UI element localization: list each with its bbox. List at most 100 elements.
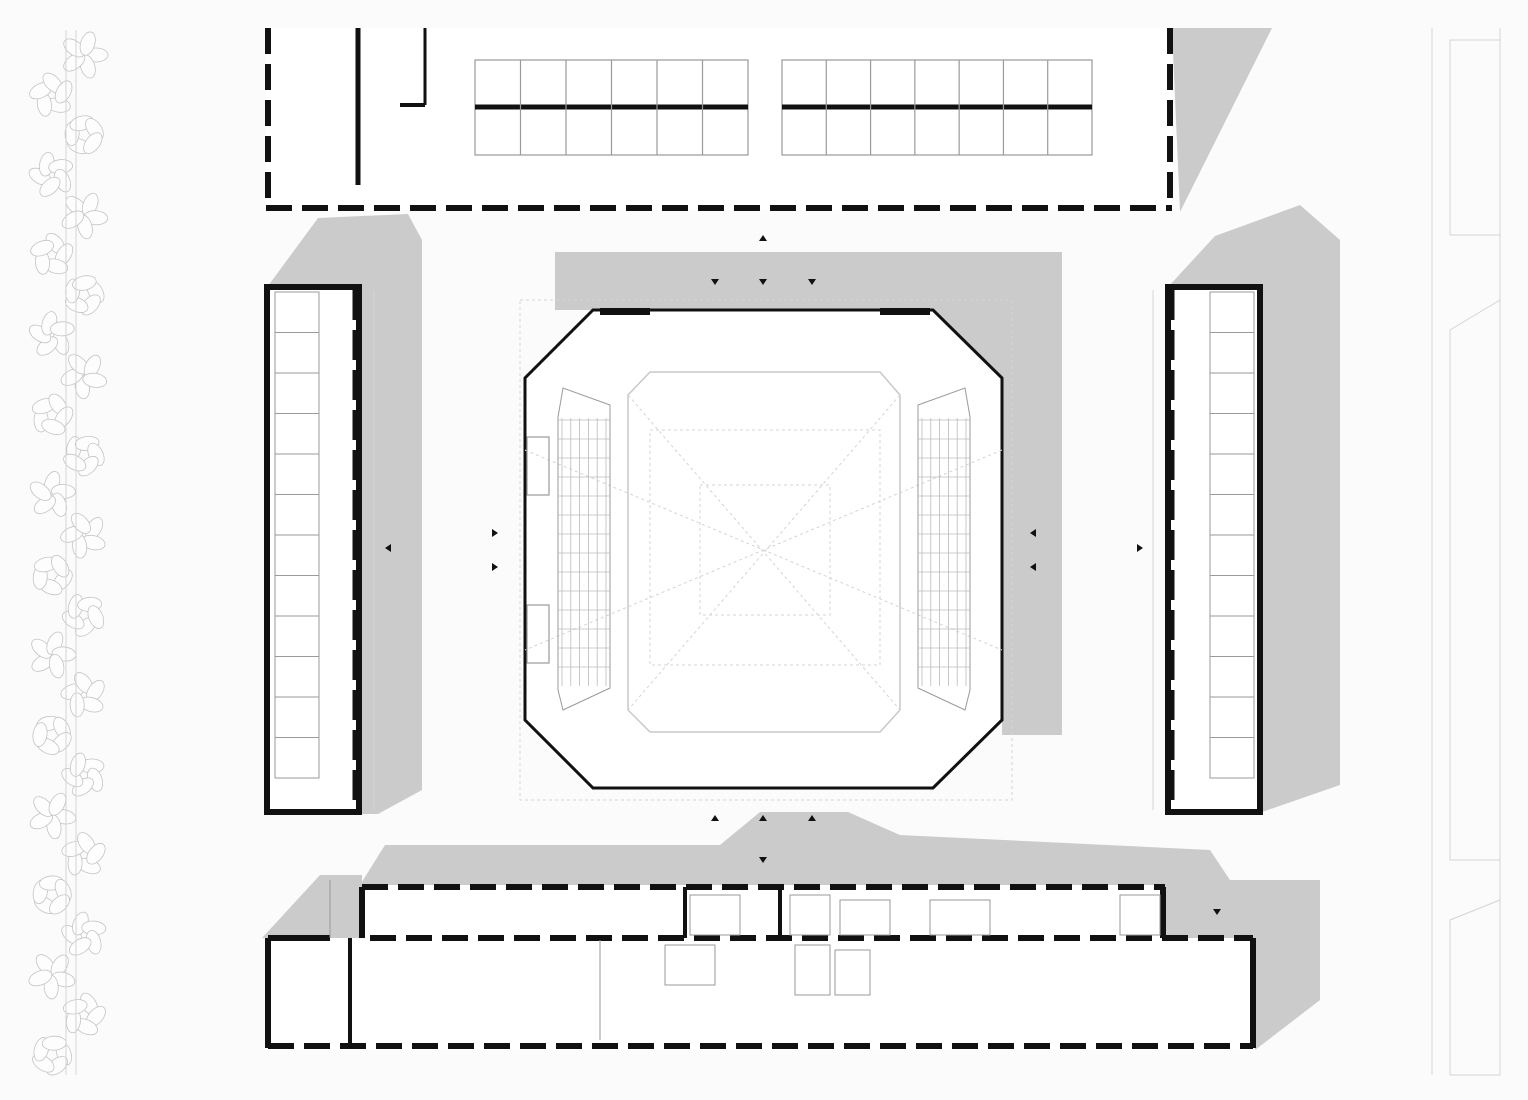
room	[1119, 894, 1161, 936]
seating-tier	[557, 387, 611, 711]
entrance-arrow-icon	[1213, 909, 1221, 915]
entrance-arrow-icon	[1137, 544, 1143, 552]
arena-wall	[523, 308, 1004, 790]
street-block	[1449, 299, 1501, 861]
arena-wall-segment	[880, 308, 930, 315]
tree-icon	[32, 875, 72, 915]
tree-icon	[32, 1035, 73, 1076]
tree-icon	[60, 512, 106, 559]
tree-icon	[61, 594, 105, 637]
roof-truss	[524, 449, 1003, 651]
entrance-arrow-icon	[808, 815, 816, 821]
tree-icon	[60, 354, 108, 400]
tree-leaf	[41, 418, 66, 435]
tree-leaf	[39, 176, 61, 197]
tree-leaf	[28, 969, 53, 987]
room	[929, 899, 991, 936]
unit-cell	[274, 737, 320, 779]
unit-cell	[1209, 737, 1255, 779]
tree-icon	[63, 31, 109, 79]
shadow-bottom-left	[262, 875, 362, 938]
entrance-arrows	[385, 235, 1221, 915]
tree-leaf	[49, 894, 70, 915]
top-building-floor	[266, 28, 1172, 210]
arena-outline-faint	[519, 299, 1013, 801]
tree-leaf	[29, 481, 52, 501]
tree-icon	[28, 151, 73, 197]
left-building	[264, 284, 362, 815]
tree-leaf	[49, 321, 75, 337]
entrance-arrow-icon	[711, 815, 719, 821]
tree-icon	[31, 393, 74, 435]
bottom-upper-floor	[362, 885, 1165, 940]
room	[834, 949, 871, 996]
tree-icon	[64, 275, 105, 316]
tree-leaf	[82, 372, 108, 388]
entrance-arrow-icon	[385, 544, 391, 552]
buildings	[264, 28, 1263, 1050]
tree-leaf	[61, 210, 85, 229]
tree-icon	[61, 192, 109, 240]
room	[664, 944, 716, 986]
tree-icon	[61, 752, 105, 797]
street-block	[1449, 899, 1501, 1076]
court-center	[699, 484, 831, 616]
tree-leaf	[32, 722, 48, 747]
room	[789, 894, 831, 936]
entrance-arrow-icon	[759, 857, 767, 863]
stair-core	[526, 436, 550, 496]
tree-icon	[64, 115, 104, 155]
entrance-arrow-icon	[1030, 529, 1036, 537]
tree-icon	[29, 792, 77, 840]
entrance-arrow-icon	[759, 815, 767, 821]
street-block	[1449, 39, 1501, 236]
tree-icon	[61, 911, 107, 956]
room	[839, 899, 891, 936]
court-inner	[649, 429, 881, 666]
tree-leaf	[69, 752, 86, 777]
shadow-right-building	[1168, 205, 1340, 812]
building-shadows	[262, 28, 1340, 1050]
tree-icon	[30, 232, 74, 275]
shadow-bottom-building	[360, 812, 1320, 1050]
entrance-arrow-icon	[1030, 563, 1036, 571]
tree-leaf	[30, 239, 54, 257]
tree-icon	[63, 435, 105, 477]
shadow-top-building	[1172, 28, 1272, 212]
tree-leaf	[63, 999, 88, 1015]
tree-leaf	[48, 792, 67, 816]
shadow-left-building	[268, 214, 422, 814]
tree-icon	[63, 992, 106, 1036]
tree-icon	[29, 72, 73, 117]
entrance-arrow-icon	[711, 279, 719, 285]
entrance-arrow-icon	[492, 563, 498, 571]
tree-leaf	[54, 80, 73, 104]
room	[689, 894, 741, 936]
right-building	[1165, 284, 1263, 815]
stair-core	[526, 604, 550, 664]
tree-icon	[32, 554, 73, 596]
seating-tier	[917, 387, 971, 711]
street-edge-lines	[1431, 28, 1501, 1076]
arena	[519, 299, 1013, 801]
tree-icon	[61, 832, 106, 876]
entrance-arrow-icon	[808, 279, 816, 285]
arena-wall-segment	[600, 308, 650, 315]
entrance-arrow-icon	[492, 529, 498, 537]
tree-icon	[32, 715, 72, 755]
tree-leaf	[63, 453, 87, 472]
entrance-arrow-icon	[759, 279, 767, 285]
room	[794, 944, 831, 996]
tree-leaf	[72, 275, 97, 291]
tree-leaf	[87, 605, 105, 629]
tree-icon	[31, 631, 77, 679]
tree-icon	[29, 471, 76, 517]
tree-leaf	[48, 653, 65, 679]
tree-row	[28, 30, 109, 1076]
entrance-arrow-icon	[759, 235, 767, 241]
tree-icon	[28, 954, 76, 1000]
tree-icon	[60, 672, 105, 718]
tree-leaf	[69, 692, 85, 718]
tree-leaf	[79, 31, 96, 56]
